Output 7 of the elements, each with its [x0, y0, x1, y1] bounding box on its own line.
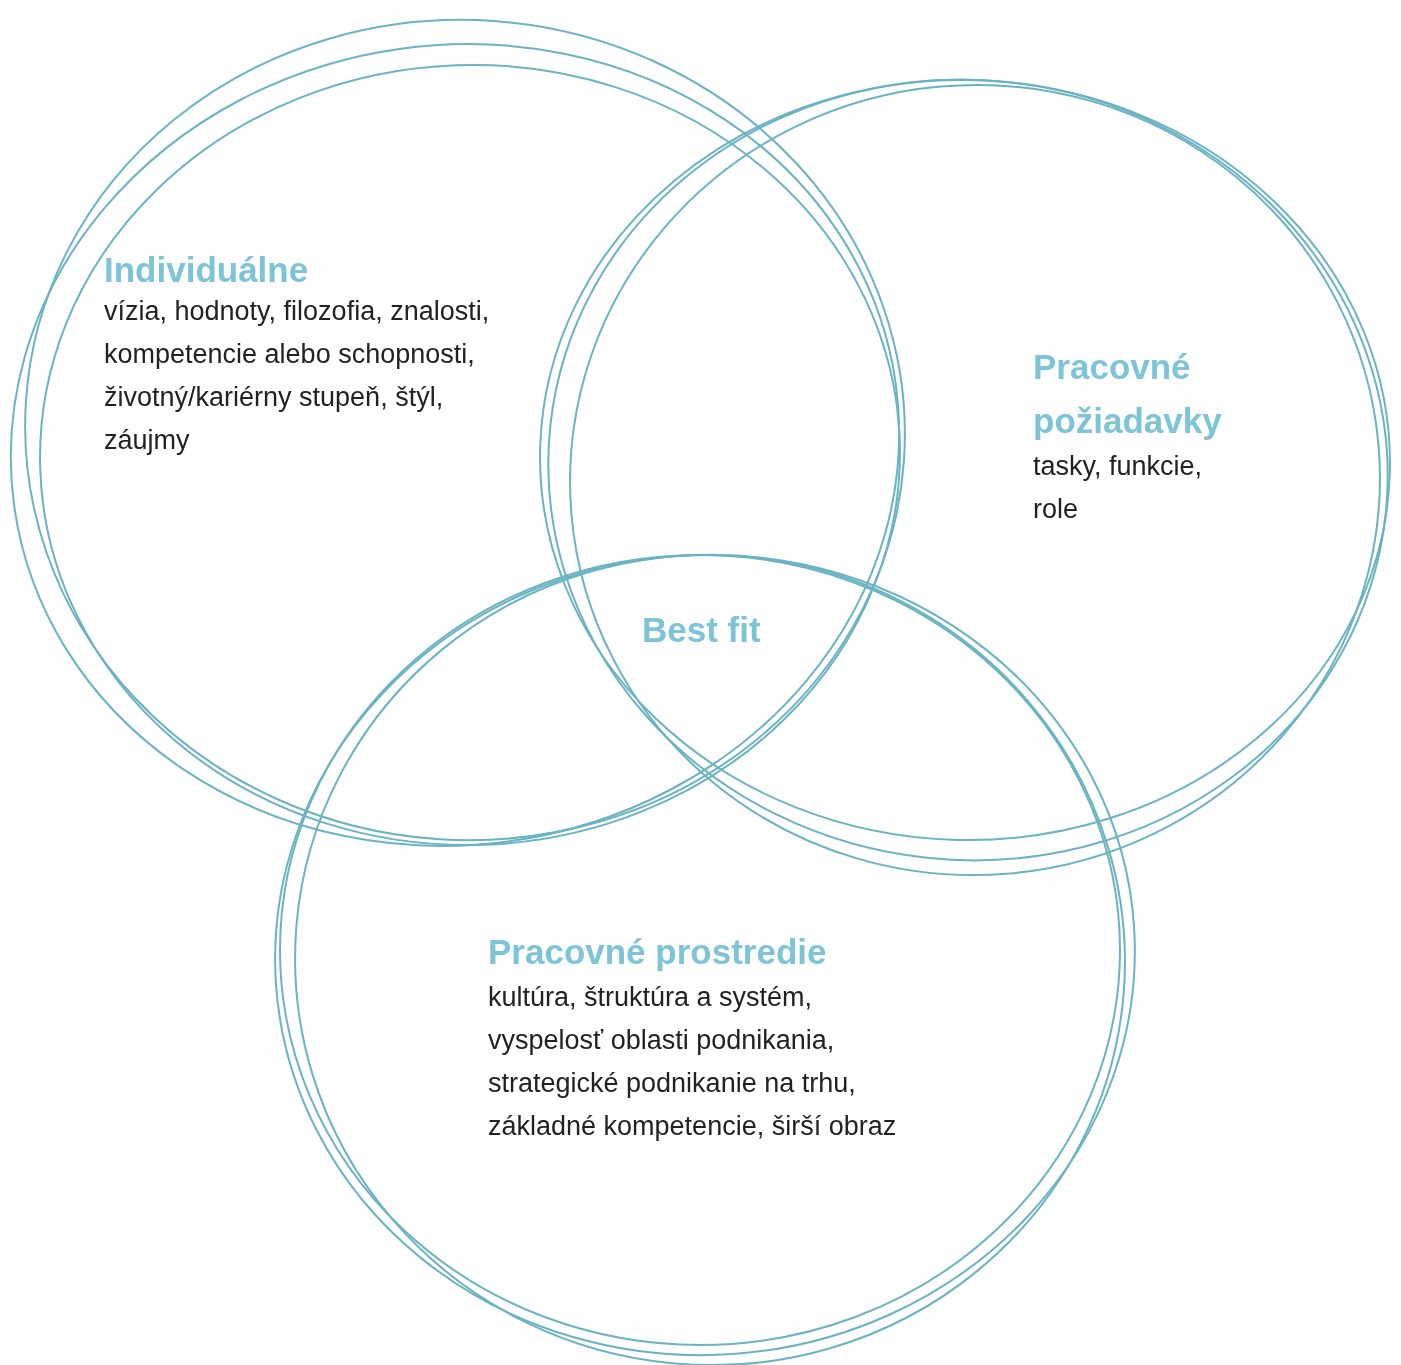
circle-description: kultúra, štruktúra a systém, vyspelosť oblasti podnikania, strategické podnikanie na trhu, základné kompetencie, širší obraz — [488, 981, 898, 1143]
overlap-label: Best fit — [642, 610, 761, 650]
circle-description: vízia, hodnoty, filozofia, znalosti, kompetencie alebo schopnosti, životný/kariérny stupeň, štýl, záujmy — [104, 295, 491, 457]
circle-heading: Individuálne — [104, 249, 310, 291]
circle-heading: Pracovné prostredie — [488, 931, 828, 973]
circle-description: tasky, funkcie, role — [1033, 450, 1204, 526]
circle-heading: Pracovné požiadavky — [1033, 346, 1223, 442]
